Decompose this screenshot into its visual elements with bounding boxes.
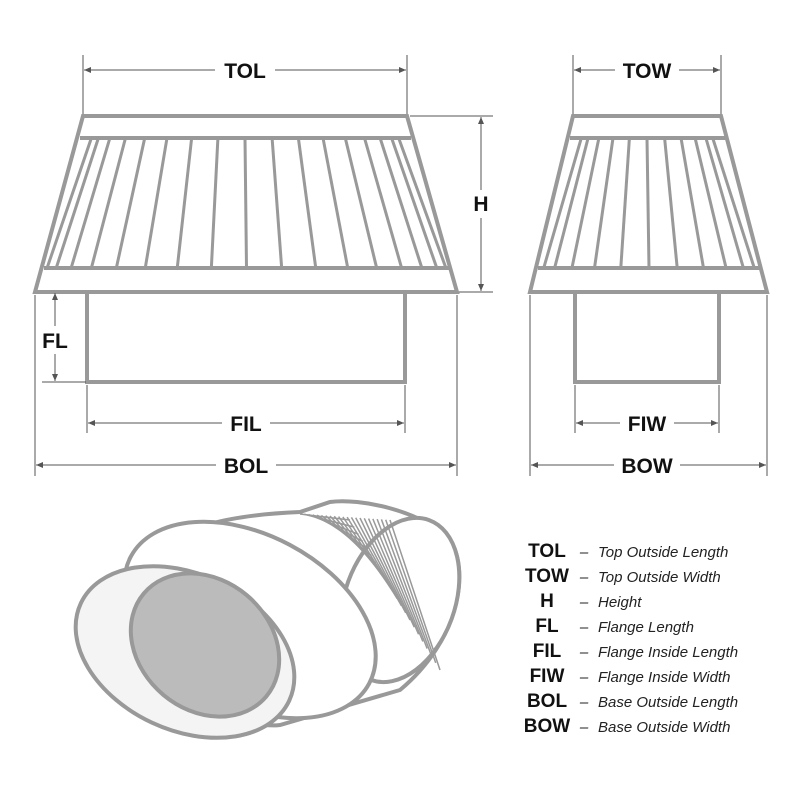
- legend-key: TOL: [528, 541, 566, 562]
- legend-item: FIW–Flange Inside Width: [530, 666, 731, 687]
- front-pleats: [45, 137, 448, 269]
- legend-item: H –Height: [540, 591, 642, 612]
- perspective-pleats: [299, 513, 441, 671]
- bow-label: BOW: [621, 455, 673, 478]
- pleat-line: [376, 518, 428, 649]
- fiw-label: FIW: [628, 413, 667, 436]
- pleat-line: [619, 137, 631, 269]
- legend-dash: –: [579, 569, 589, 586]
- side-pleats: [542, 137, 756, 269]
- legend-dash: –: [579, 694, 589, 711]
- pleat-line: [363, 137, 404, 269]
- legend-dash: –: [579, 594, 589, 611]
- legend-dash: –: [579, 644, 589, 661]
- legend-description: Base Outside Width: [598, 719, 730, 736]
- pleat-line: [385, 519, 437, 664]
- legend-description: Flange Length: [598, 619, 694, 636]
- pleat-line: [390, 137, 439, 269]
- pleat-line: [711, 137, 756, 269]
- dimension-labels: TOL TOW H FL FIL FIW BOL BOW: [38, 56, 680, 479]
- front-cone-outline: [32, 114, 460, 294]
- legend-description: Flange Inside Length: [598, 644, 738, 661]
- pleat-line: [363, 517, 415, 628]
- legend-key: FL: [535, 616, 559, 637]
- pleat-line: [355, 517, 407, 614]
- side-flange: [573, 290, 721, 384]
- legend-item: TOW–Top Outside Width: [525, 566, 721, 587]
- pleat-line: [69, 137, 112, 269]
- legend-item: FIL–Flange Inside Length: [533, 641, 738, 662]
- legend-key: H: [540, 591, 554, 612]
- pleat-line: [89, 137, 127, 269]
- pleat-line: [296, 137, 318, 269]
- tol-label: TOL: [224, 60, 266, 83]
- pleat-line: [389, 519, 441, 671]
- pleat-line: [679, 137, 705, 269]
- pleat-line: [570, 137, 601, 269]
- dimension-lines: [34, 55, 768, 476]
- fl-label: FL: [42, 330, 68, 353]
- legend-dash: –: [579, 669, 589, 686]
- legend-key: BOW: [524, 716, 571, 737]
- pleat-line: [346, 516, 398, 599]
- legend-dash: –: [579, 719, 589, 736]
- legend-item: BOW–Base Outside Width: [524, 716, 731, 737]
- legend-description: Top Outside Length: [598, 544, 728, 561]
- pleat-line: [350, 517, 403, 607]
- front-view: [32, 114, 460, 384]
- h-label: H: [473, 193, 488, 216]
- legend-key: FIL: [533, 641, 562, 662]
- pleat-line: [378, 137, 424, 269]
- pleat-line: [143, 137, 169, 269]
- pleat-line: [380, 519, 433, 656]
- legend-key: FIW: [530, 666, 565, 687]
- legend-dash: –: [579, 544, 589, 561]
- legend-dash: –: [579, 619, 589, 636]
- pleat-line: [114, 137, 147, 269]
- pleat-line: [45, 137, 93, 269]
- legend-key: TOW: [525, 566, 569, 587]
- pleat-line: [270, 137, 284, 269]
- pleat-line: [704, 137, 745, 269]
- legend-key: BOL: [527, 691, 568, 712]
- perspective-flange-opening: [128, 571, 282, 719]
- legend-item: BOL–Base Outside Length: [527, 691, 738, 712]
- fil-label: FIL: [230, 413, 262, 436]
- side-cone-outline: [527, 114, 770, 294]
- legend-description: Base Outside Length: [598, 694, 738, 711]
- pleat-line: [367, 518, 420, 635]
- perspective-view: [73, 499, 462, 740]
- pleat-line: [321, 137, 350, 269]
- pleat-line: [54, 137, 100, 269]
- pleat-line: [645, 137, 651, 269]
- legend-description: Flange Inside Width: [598, 669, 730, 686]
- pleat-line: [542, 137, 583, 269]
- pleat-line: [693, 137, 728, 269]
- legend-item: TOL–Top Outside Length: [528, 541, 728, 562]
- pleat-line: [209, 137, 220, 269]
- pleat-line: [372, 518, 424, 642]
- legend-description: Top Outside Width: [598, 569, 721, 586]
- pleat-line: [175, 137, 194, 269]
- pleat-line: [343, 137, 379, 269]
- legend-item: FL –Flange Length: [535, 616, 694, 637]
- tow-label: TOW: [623, 60, 672, 83]
- side-view: [527, 114, 770, 384]
- pleat-line: [593, 137, 615, 269]
- bol-label: BOL: [224, 455, 269, 478]
- front-flange: [85, 290, 407, 384]
- legend-description: Height: [598, 594, 642, 611]
- pleat-line: [359, 517, 411, 621]
- pleat-line: [397, 137, 448, 269]
- pleat-line: [663, 137, 679, 269]
- pleat-line: [553, 137, 590, 269]
- pleat-line: [243, 137, 248, 269]
